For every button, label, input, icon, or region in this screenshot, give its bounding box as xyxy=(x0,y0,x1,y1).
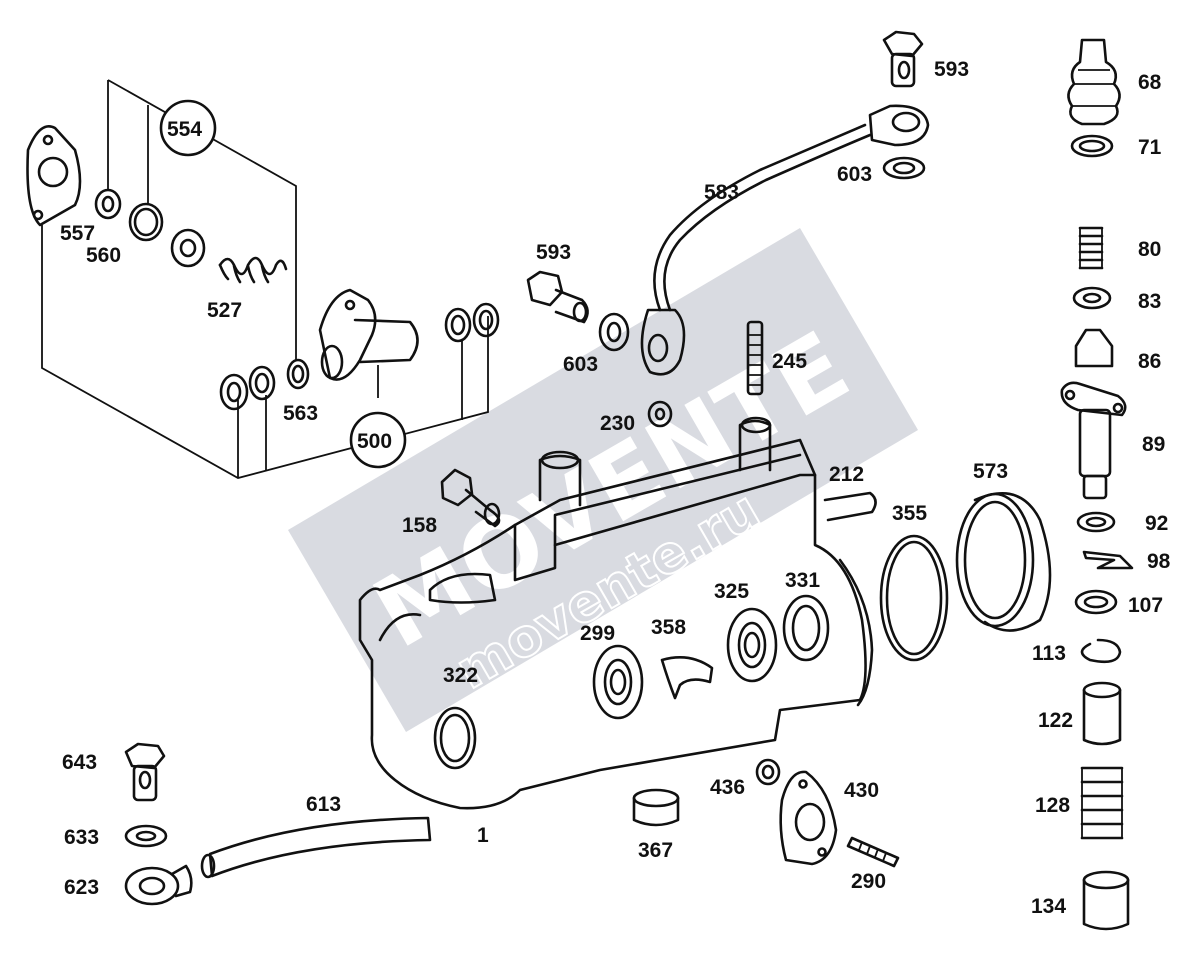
label-71: 71 xyxy=(1138,136,1162,159)
half-bushing-358 xyxy=(660,656,714,700)
label-1: 1 xyxy=(477,824,489,847)
circlip-322 xyxy=(433,706,477,770)
label-554: 554 xyxy=(167,118,202,141)
washer-83 xyxy=(1072,286,1112,310)
ring-107 xyxy=(1074,589,1118,615)
label-80: 80 xyxy=(1138,238,1161,261)
flange-plate xyxy=(26,125,82,227)
flange-430 xyxy=(779,770,838,866)
valve-86 xyxy=(1074,328,1114,368)
label-331: 331 xyxy=(785,569,820,592)
sleeve-122 xyxy=(1082,681,1122,746)
label-230: 230 xyxy=(600,412,635,435)
washers-bottom xyxy=(219,358,310,411)
label-593-mid: 593 xyxy=(536,241,571,264)
label-355: 355 xyxy=(892,502,927,525)
label-322: 322 xyxy=(443,664,478,687)
label-358: 358 xyxy=(651,616,686,639)
label-603-mid: 603 xyxy=(563,353,598,376)
boot-68 xyxy=(1067,38,1121,126)
label-633: 633 xyxy=(64,826,99,849)
stud-245 xyxy=(746,320,764,396)
nut-436 xyxy=(755,758,781,786)
ring-92 xyxy=(1076,511,1116,533)
label-436: 436 xyxy=(710,776,745,799)
seal-ring-557 xyxy=(94,188,122,220)
label-583: 583 xyxy=(704,181,739,204)
valve-554 xyxy=(170,228,206,268)
label-430: 430 xyxy=(844,779,879,802)
label-128: 128 xyxy=(1035,794,1070,817)
clip-98 xyxy=(1082,550,1134,570)
banjo-bolt-643 xyxy=(124,742,166,802)
fuel-line-583 xyxy=(640,104,930,376)
label-158: 158 xyxy=(402,514,437,537)
washers-right xyxy=(444,302,500,343)
callout-labels: 554 500 557 560 527 563 593 603 583 245 … xyxy=(60,58,1171,918)
washer-603-top xyxy=(882,156,926,180)
label-643: 643 xyxy=(62,751,97,774)
label-122: 122 xyxy=(1038,709,1073,732)
banjo-housing-500 xyxy=(318,288,419,381)
hose-613 xyxy=(200,816,432,879)
o-ring-560 xyxy=(128,202,164,242)
ring-71 xyxy=(1070,134,1114,158)
label-557: 557 xyxy=(60,222,95,245)
label-593-top: 593 xyxy=(934,58,969,81)
callout-circle-554 xyxy=(159,99,217,157)
label-89: 89 xyxy=(1142,433,1165,456)
callout-circle-500 xyxy=(349,411,407,469)
label-623: 623 xyxy=(64,876,99,899)
pump-housing-1 xyxy=(358,416,874,810)
o-ring-355 xyxy=(879,534,949,662)
watermark: MOVENTE movente.ru xyxy=(288,228,918,732)
label-500: 500 xyxy=(357,430,392,453)
seal-331 xyxy=(782,594,830,662)
label-212: 212 xyxy=(829,463,864,486)
nut-230 xyxy=(647,400,673,428)
label-68: 68 xyxy=(1138,71,1162,94)
circlip-113 xyxy=(1080,638,1122,664)
banjo-bolt-158 xyxy=(440,468,501,528)
label-527: 527 xyxy=(207,299,242,322)
label-613: 613 xyxy=(306,793,341,816)
plunger-89 xyxy=(1060,381,1127,500)
label-113: 113 xyxy=(1032,642,1066,665)
sleeve-573 xyxy=(955,492,1052,632)
label-299: 299 xyxy=(580,622,615,645)
pipe-212 xyxy=(823,491,877,522)
label-563: 563 xyxy=(283,402,318,425)
cup-134 xyxy=(1082,870,1130,931)
washer-633 xyxy=(124,824,168,848)
label-603-top: 603 xyxy=(837,163,872,186)
bearing-299 xyxy=(592,644,644,720)
banjo-bolt-593-top xyxy=(882,30,924,88)
spring-128 xyxy=(1080,766,1124,840)
label-92: 92 xyxy=(1145,512,1168,535)
label-560: 560 xyxy=(86,244,121,267)
stud-290 xyxy=(846,836,900,868)
label-107: 107 xyxy=(1128,594,1163,617)
washer-603-mid xyxy=(598,312,630,352)
banjo-623 xyxy=(124,864,193,906)
label-134: 134 xyxy=(1031,895,1066,918)
label-290: 290 xyxy=(851,870,886,893)
bearing-325 xyxy=(726,607,778,683)
label-83: 83 xyxy=(1138,290,1161,313)
label-86: 86 xyxy=(1138,350,1161,373)
spring-527 xyxy=(218,256,288,284)
label-367: 367 xyxy=(638,839,673,862)
banjo-bolt-593-mid xyxy=(526,270,589,324)
bushing-367 xyxy=(632,788,680,827)
label-245: 245 xyxy=(772,350,807,373)
label-98: 98 xyxy=(1147,550,1171,573)
label-573: 573 xyxy=(973,460,1008,483)
spring-80 xyxy=(1078,226,1104,270)
label-325: 325 xyxy=(714,580,749,603)
